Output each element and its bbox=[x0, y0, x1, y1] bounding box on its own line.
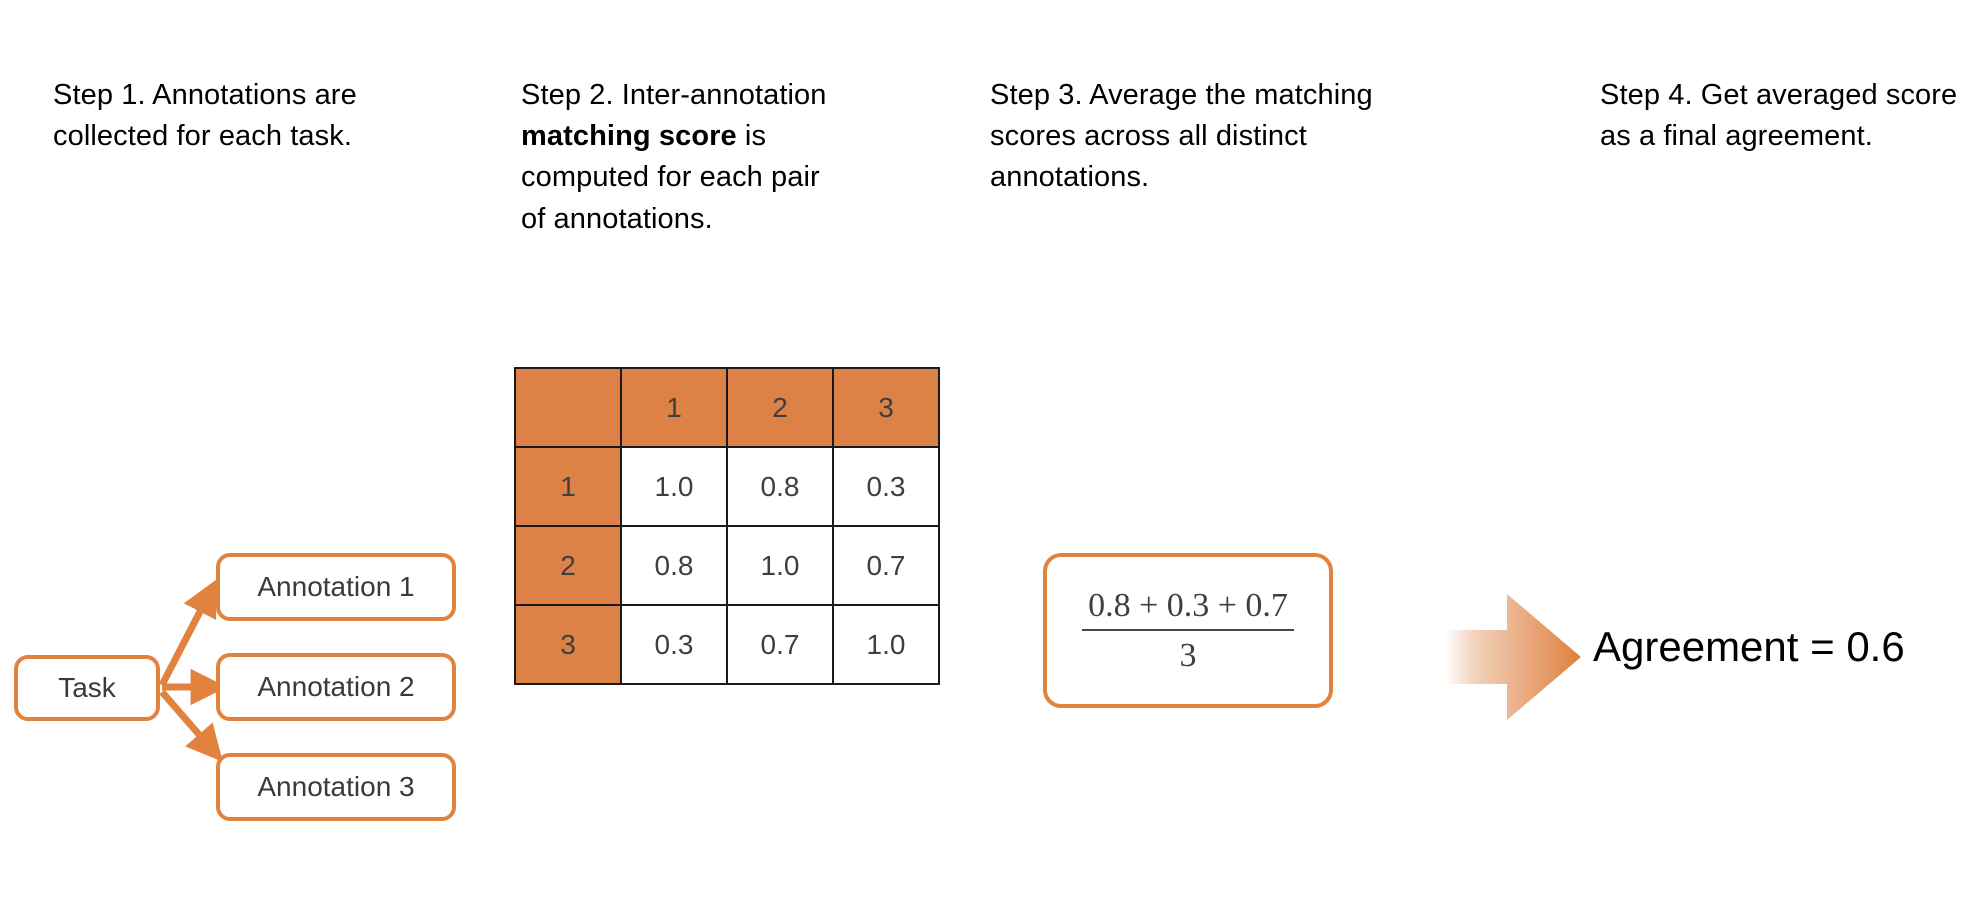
column-header-1: 1 bbox=[620, 367, 728, 448]
agreement-result-label: Agreement = 0.6 bbox=[1593, 623, 1905, 670]
task-box[interactable]: Task bbox=[14, 655, 160, 721]
task-label: Task bbox=[58, 672, 116, 703]
step-2-text-before: Step 2. Inter-annotation bbox=[521, 79, 827, 111]
right-arrow-icon bbox=[1445, 594, 1581, 720]
matching-score-matrix: 1 2 3 1 1.0 0.8 0.3 2 0.8 1.0 0.7 3 0.3 … bbox=[514, 367, 940, 685]
step-2-text-after: is computed for each pair of annotations… bbox=[521, 120, 820, 235]
column-header-2: 2 bbox=[726, 367, 834, 448]
fraction-numerator: 0.8 + 0.3 + 0.7 bbox=[1088, 587, 1288, 625]
cell-1-1: 1.0 bbox=[620, 446, 728, 527]
step-4-text: Step 4. Get averaged score as a final ag… bbox=[1600, 79, 1958, 153]
table-header-row: 1 2 3 bbox=[514, 367, 940, 448]
row-header-1: 1 bbox=[514, 446, 622, 527]
cell-3-2: 0.7 bbox=[726, 604, 834, 685]
annotation-3-label: Annotation 3 bbox=[257, 771, 415, 802]
cell-2-3: 0.7 bbox=[832, 525, 940, 606]
cell-3-1: 0.3 bbox=[620, 604, 728, 685]
table-row: 2 0.8 1.0 0.7 bbox=[514, 525, 940, 606]
annotation-2-label: Annotation 2 bbox=[257, 671, 415, 702]
step-3-caption: Step 3. Average the matching scores acro… bbox=[990, 75, 1385, 199]
row-header-3: 3 bbox=[514, 604, 622, 685]
fraction-bar bbox=[1082, 628, 1294, 631]
average-fraction: 0.8 + 0.3 + 0.7 3 bbox=[1082, 587, 1294, 674]
row-header-2: 2 bbox=[514, 525, 622, 606]
fraction-denominator: 3 bbox=[1179, 636, 1197, 674]
column-header-3: 3 bbox=[832, 367, 940, 448]
cell-1-3: 0.3 bbox=[832, 446, 940, 527]
step-2-caption: Step 2. Inter-annotation matching score … bbox=[521, 75, 851, 240]
cell-2-2: 1.0 bbox=[726, 525, 834, 606]
step-1-caption: Step 1. Annotations are collected for ea… bbox=[53, 75, 428, 157]
step-2-text-bold: matching score bbox=[521, 120, 737, 153]
matrix-corner-cell bbox=[514, 367, 622, 448]
annotation-3-box[interactable]: Annotation 3 bbox=[216, 753, 456, 821]
table-row: 1 1.0 0.8 0.3 bbox=[514, 446, 940, 527]
step-4-caption: Step 4. Get averaged score as a final ag… bbox=[1600, 75, 1960, 157]
cell-3-3: 1.0 bbox=[832, 604, 940, 685]
annotation-1-box[interactable]: Annotation 1 bbox=[216, 553, 456, 621]
cell-1-2: 0.8 bbox=[726, 446, 834, 527]
step-3-text: Step 3. Average the matching scores acro… bbox=[990, 79, 1373, 194]
cell-2-1: 0.8 bbox=[620, 525, 728, 606]
table-row: 3 0.3 0.7 1.0 bbox=[514, 604, 940, 685]
average-formula-box: 0.8 + 0.3 + 0.7 3 bbox=[1043, 553, 1333, 708]
branch-arrow-icon bbox=[158, 579, 227, 762]
step-1-text: Step 1. Annotations are collected for ea… bbox=[53, 79, 357, 153]
annotation-2-box[interactable]: Annotation 2 bbox=[216, 653, 456, 721]
task-annotation-flow-diagram: Task Annotation 1 Annotation 2 Annotatio… bbox=[0, 545, 480, 865]
annotation-1-label: Annotation 1 bbox=[257, 571, 415, 602]
